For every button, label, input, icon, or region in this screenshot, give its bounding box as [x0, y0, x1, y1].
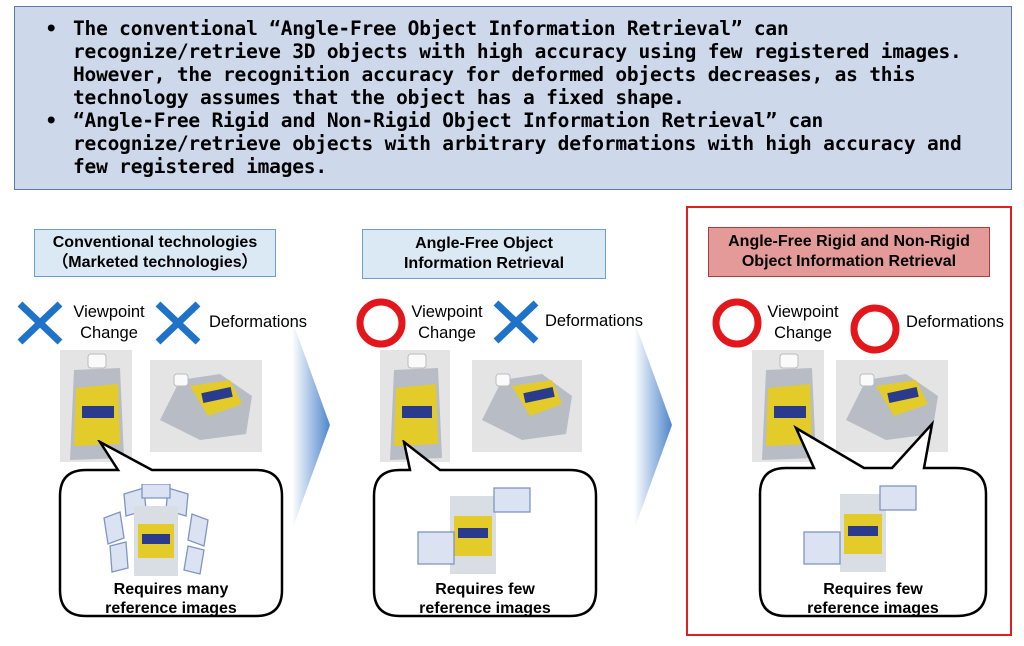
few-reference-images [417, 487, 531, 574]
panel-1-requirement: Requires many reference images [62, 580, 280, 618]
circle-icon [712, 298, 762, 348]
viewpoint-label-line1: Viewpoint [411, 303, 483, 321]
viewpoint-label-line2: Change [80, 324, 138, 342]
requirement-line1: Requires many [113, 581, 229, 598]
cross-icon [17, 301, 63, 345]
viewpoint-label-line1: Viewpoint [73, 303, 145, 321]
summary-bullet: The conventional “Angle-Free Object Info… [45, 17, 981, 109]
circle-icon [850, 304, 900, 354]
summary-bullet: “Angle-Free Rigid and Non-Rigid Object I… [45, 109, 981, 178]
panel-3-title-line2: Object Information Retrieval [741, 253, 957, 270]
flow-arrow-1 [292, 320, 330, 530]
panel-3-requirement: Requires few reference images [762, 580, 984, 618]
panel-2-deformation-label: Deformations [544, 312, 644, 330]
panel-1-title: Conventional technologies （Marketed tech… [34, 229, 276, 277]
panel-2-title: Angle-Free Object Information Retrieval [362, 229, 606, 279]
highlight-frame [686, 206, 1012, 636]
upright-pouch-image [380, 350, 450, 462]
panel-1-deformation-label: Deformations [208, 313, 308, 331]
upright-pouch-image [60, 350, 132, 462]
deformed-pouch-image [836, 360, 948, 452]
flow-arrow-2 [634, 320, 672, 530]
summary-box: The conventional “Angle-Free Object Info… [14, 6, 1012, 190]
requirement-line1: Requires few [435, 581, 535, 598]
panel-2-title-line1: Angle-Free Object [415, 235, 553, 252]
requirement-line2: reference images [419, 600, 551, 617]
viewpoint-label-line2: Change [774, 324, 832, 342]
deformed-pouch-image [472, 360, 582, 452]
many-reference-images [103, 484, 209, 576]
summary-list: The conventional “Angle-Free Object Info… [15, 7, 1011, 178]
panel-3-viewpoint-label: Viewpoint Change [760, 302, 846, 344]
cross-icon [493, 300, 539, 344]
viewpoint-label-line2: Change [418, 324, 476, 342]
panel-3-title-line1: Angle-Free Rigid and Non-Rigid [728, 233, 970, 250]
panel-3-title: Angle-Free Rigid and Non-Rigid Object In… [708, 227, 990, 277]
panel-2-title-line2: Information Retrieval [403, 255, 565, 272]
panel-1-title-line1: Conventional technologies [52, 234, 258, 251]
panel-3-deformation-label: Deformations [905, 313, 1005, 331]
panel-2-requirement: Requires few reference images [376, 580, 594, 618]
requirement-line1: Requires few [823, 581, 923, 598]
requirement-line2: reference images [105, 600, 237, 617]
viewpoint-label-line1: Viewpoint [767, 303, 839, 321]
panel-1-viewpoint-label: Viewpoint Change [66, 302, 152, 344]
deformed-pouch-image [150, 360, 262, 452]
panel-2-viewpoint-label: Viewpoint Change [404, 302, 490, 344]
panel-1-title-line2: （Marketed technologies） [52, 254, 258, 271]
few-reference-images [803, 485, 917, 572]
circle-icon [356, 298, 406, 348]
requirement-line2: reference images [807, 600, 939, 617]
cross-icon [155, 301, 201, 345]
